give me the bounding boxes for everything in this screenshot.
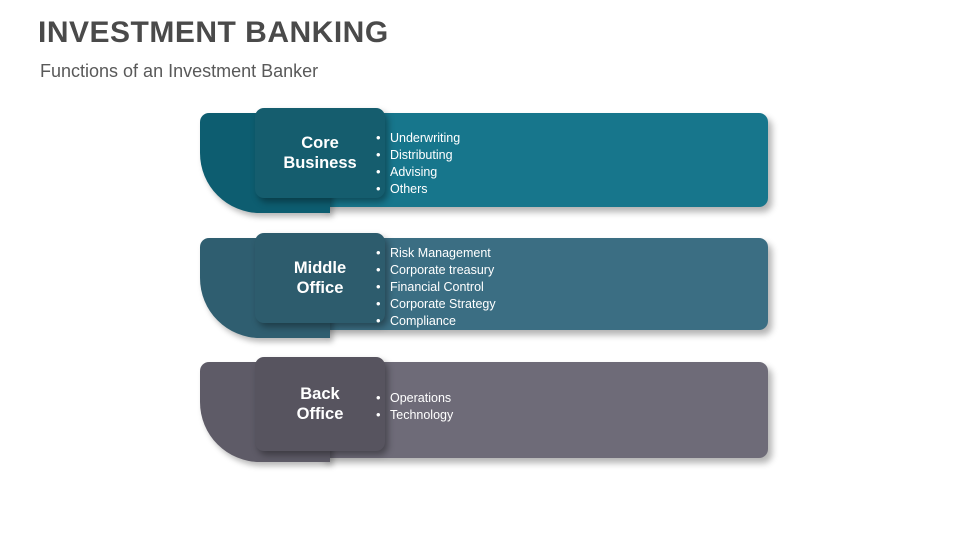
list-item: Technology [376,406,453,424]
list-item: Others [376,180,460,198]
label-block-core-business[interactable]: Core Business [255,108,385,198]
label-line-1: Middle [293,259,347,277]
list-item: Risk Management [376,244,496,262]
bullet-list-middle-office: Risk Management Corporate treasury Finan… [376,244,496,330]
list-item: Financial Control [376,278,496,296]
label-block-middle-office[interactable]: Middle Office [255,233,385,323]
list-item: Compliance [376,312,496,330]
bullet-list-back-office: Operations Technology [376,389,453,424]
label-line-2: Business [283,154,357,172]
list-item: Corporate treasury [376,261,496,279]
list-item: Corporate Strategy [376,295,496,313]
label-line-1: Core [301,134,339,152]
page-title: INVESTMENT BANKING [38,16,389,49]
bullet-list-core-business: Underwriting Distributing Advising Other… [376,129,460,198]
page-subtitle: Functions of an Investment Banker [40,61,319,81]
label-line-2: Office [296,279,344,297]
list-item: Underwriting [376,129,460,147]
label-line-2: Office [296,405,344,423]
diagram-row-middle-office[interactable]: Middle Office Risk Management Corporate … [198,233,798,338]
list-item: Advising [376,163,460,181]
label-block-back-office[interactable]: Back Office [255,357,385,451]
list-item: Distributing [376,146,460,164]
diagram-row-core-business[interactable]: Core Business Underwriting Distributing … [198,108,798,213]
list-item: Operations [376,389,453,407]
label-line-1: Back [300,385,340,403]
diagram-row-back-office[interactable]: Back Office Operations Technology [198,357,798,462]
